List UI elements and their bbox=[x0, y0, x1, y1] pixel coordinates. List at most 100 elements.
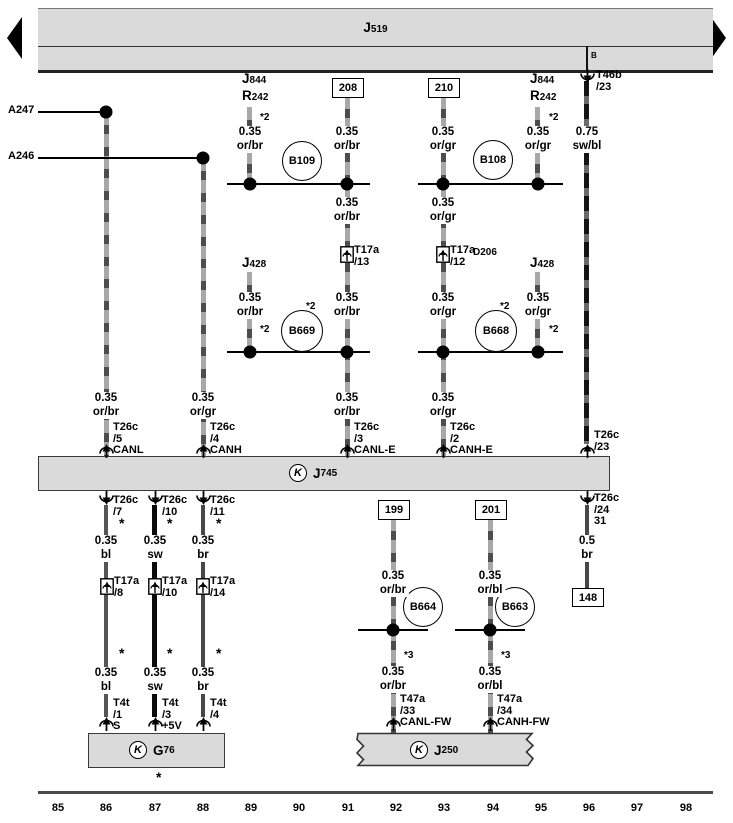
junction-dot bbox=[436, 345, 450, 359]
splice-b109: B109 bbox=[282, 141, 322, 181]
pin-label-t26c-11: T26c/11 bbox=[210, 494, 236, 518]
plug-connector-icon bbox=[580, 444, 595, 458]
bus-label-prefix: J bbox=[363, 20, 371, 35]
connector-box-201: 201 bbox=[475, 500, 507, 520]
footnote-mark: * bbox=[216, 515, 222, 531]
pin-label-t17a-13: T17a/13 bbox=[354, 244, 380, 268]
splice-b669: B669 bbox=[281, 310, 323, 352]
splice-rail bbox=[418, 183, 563, 185]
footnote-mark: * bbox=[119, 645, 125, 661]
bus-label-number: 519 bbox=[370, 24, 388, 35]
junction-dot bbox=[483, 623, 497, 637]
footnote-2: *2 bbox=[549, 324, 559, 335]
bus-branch-line bbox=[586, 46, 588, 70]
footnote-2: *2 bbox=[260, 324, 270, 335]
sensor-g76 bbox=[88, 733, 225, 768]
track-number: 87 bbox=[148, 802, 162, 814]
inline-connector-icon bbox=[100, 578, 114, 595]
pin-label-t26c-23: T26c/23 bbox=[594, 429, 620, 453]
bus-branch-label: B bbox=[591, 51, 597, 60]
splice-rail bbox=[227, 183, 370, 185]
plug-connector-icon bbox=[99, 717, 114, 731]
wire-or-gr bbox=[201, 158, 206, 456]
plug-connector-icon bbox=[436, 444, 451, 458]
plug-connector-icon bbox=[340, 444, 355, 458]
splice-b108: B108 bbox=[473, 140, 513, 180]
component-label-j844-r242: J844 R242 bbox=[530, 71, 557, 103]
control-module-j250 bbox=[355, 732, 535, 767]
footnote-mark: * bbox=[156, 769, 162, 785]
component-label-d206: D206 bbox=[473, 247, 497, 258]
junction-dot bbox=[340, 177, 354, 191]
plug-connector-icon bbox=[99, 491, 114, 505]
junction-dot bbox=[243, 177, 257, 191]
plug-connector-icon bbox=[196, 444, 211, 458]
terminal-label-a246: A246 bbox=[8, 150, 35, 162]
splice-rail bbox=[418, 351, 563, 353]
track-number: 98 bbox=[679, 802, 693, 814]
track-number: 92 bbox=[389, 802, 403, 814]
track-number: 85 bbox=[51, 802, 65, 814]
bus-bar-lower-band bbox=[38, 46, 713, 73]
connector-box-210: 210 bbox=[428, 78, 460, 98]
track-number: 94 bbox=[486, 802, 500, 814]
track-number: 86 bbox=[99, 802, 113, 814]
inline-connector-icon bbox=[436, 246, 450, 263]
bus-continuation-arrow-left-icon bbox=[7, 17, 22, 59]
grid-baseline bbox=[38, 791, 713, 794]
plug-connector-icon bbox=[483, 717, 498, 731]
footnote-3: *3 bbox=[404, 650, 414, 661]
footnote-mark: * bbox=[167, 645, 173, 661]
control-module-j745 bbox=[38, 456, 610, 491]
track-number: 97 bbox=[630, 802, 644, 814]
pin-label-t4t-3-5v: T4t/3+5V bbox=[162, 697, 182, 732]
wire-or-br bbox=[345, 96, 350, 456]
wire-br bbox=[201, 505, 205, 717]
track-number: 88 bbox=[196, 802, 210, 814]
track-number: 95 bbox=[534, 802, 548, 814]
connector-box-199: 199 bbox=[378, 500, 410, 520]
pin-label-t17a-12: T17a/12 bbox=[450, 244, 476, 268]
junction-dot bbox=[436, 177, 450, 191]
footnote-2: *2 bbox=[260, 112, 270, 123]
track-number: 90 bbox=[292, 802, 306, 814]
footnote-mark: * bbox=[167, 515, 173, 531]
inline-connector-icon bbox=[340, 246, 354, 263]
track-number: 93 bbox=[437, 802, 451, 814]
connector-box-148: 148 bbox=[572, 588, 604, 607]
footnote-2: *2 bbox=[549, 112, 559, 123]
junction-dot bbox=[99, 105, 113, 119]
track-number: 96 bbox=[582, 802, 596, 814]
plug-connector-icon bbox=[196, 717, 211, 731]
terminal-line-a247 bbox=[38, 111, 106, 113]
inline-connector-icon bbox=[196, 578, 210, 595]
footnote-2: *2 bbox=[500, 301, 510, 312]
pin-label-t46b: T46b/23 bbox=[596, 69, 622, 93]
terminal-label-a247: A247 bbox=[8, 104, 35, 116]
pin-label-t26c-7: T26c/7 bbox=[113, 494, 139, 518]
